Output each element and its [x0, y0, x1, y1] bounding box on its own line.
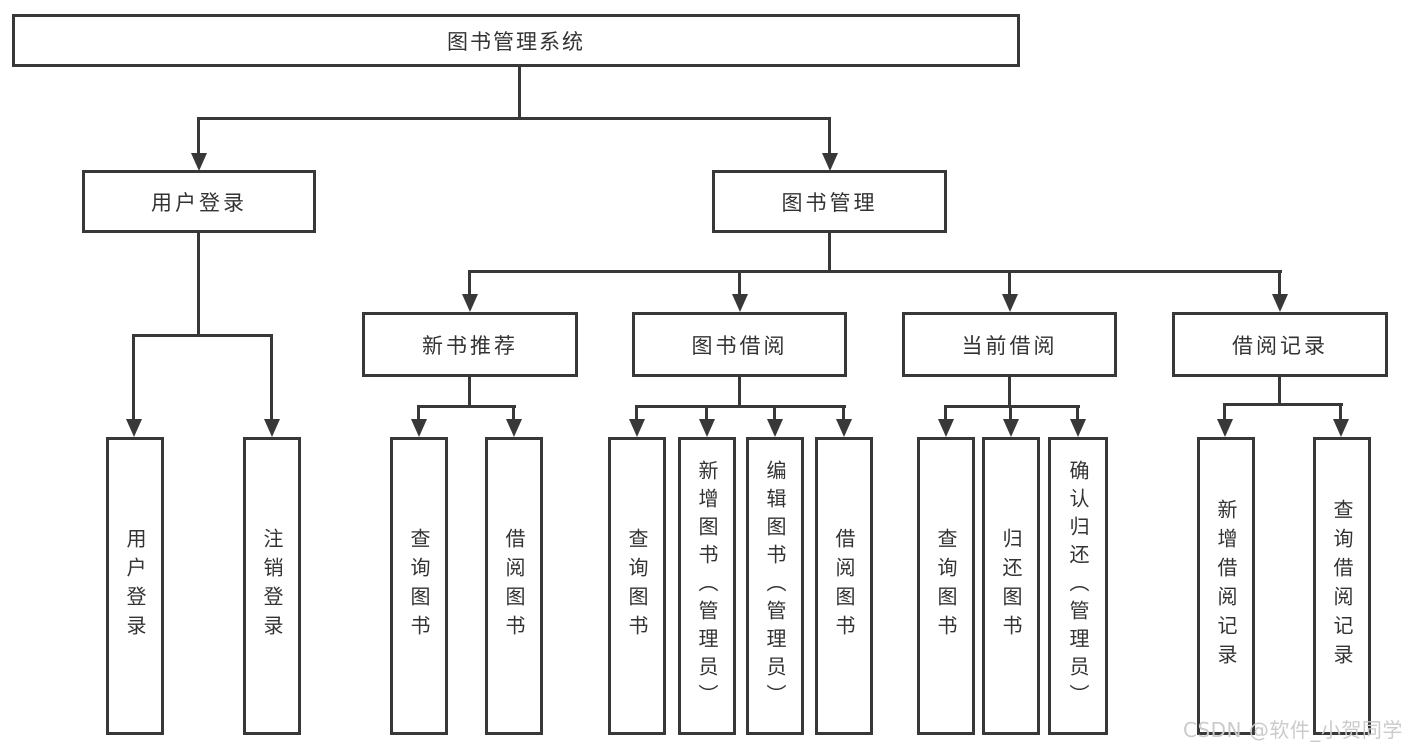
- arrow-down-icon: [822, 153, 838, 171]
- node-book-management: 图书管理: [712, 170, 947, 233]
- connector-drop-level3: [1278, 270, 1281, 297]
- connector-recommend-rail: [417, 405, 516, 408]
- connector-drop-leaf: [270, 334, 273, 421]
- leaf-query-books-borrow: 查询图书: [608, 437, 666, 735]
- connector-drop-level3: [1008, 270, 1011, 297]
- leaf-add-borrow-record: 新增借阅记录: [1197, 437, 1255, 735]
- connector-drop-leaf: [1009, 405, 1012, 421]
- connector-drop-level3: [738, 270, 741, 297]
- leaf-user-login: 用户登录: [106, 437, 164, 735]
- connector-level3-rail: [468, 270, 1282, 273]
- leaf-add-books-admin: 新增图书（管理员）: [678, 437, 736, 735]
- arrow-down-icon: [1002, 294, 1018, 312]
- arrow-down-icon: [264, 419, 280, 437]
- arrow-down-icon: [767, 419, 783, 437]
- connector-drop-leaf: [842, 405, 845, 421]
- arrow-down-icon: [1003, 419, 1019, 437]
- node-current-borrow: 当前借阅: [902, 312, 1117, 377]
- arrow-down-icon: [629, 419, 645, 437]
- arrow-down-icon: [1333, 419, 1349, 437]
- leaf-query-books-recommend: 查询图书: [390, 437, 448, 735]
- connector-drop-leaf: [635, 405, 638, 421]
- connector-current-rail: [944, 405, 1080, 408]
- arrow-down-icon: [506, 419, 522, 437]
- leaf-query-books-current: 查询图书: [917, 437, 975, 735]
- connector-current-down: [1008, 377, 1011, 408]
- leaf-return-books: 归还图书: [982, 437, 1040, 735]
- node-book-borrow: 图书借阅: [632, 312, 847, 377]
- csdn-watermark: CSDN @软件_小贺同学: [1183, 718, 1403, 742]
- leaf-confirm-return-admin: 确认归还（管理员）: [1048, 437, 1108, 735]
- arrow-down-icon: [1272, 294, 1288, 312]
- connector-drop-leaf: [1076, 405, 1079, 421]
- arrow-down-icon: [1217, 419, 1233, 437]
- arrow-down-icon: [126, 419, 142, 437]
- connector-borrow-rail: [635, 405, 846, 408]
- arrow-down-icon: [1070, 419, 1086, 437]
- connector-login-down: [197, 233, 200, 337]
- node-new-book-recommend: 新书推荐: [362, 312, 578, 377]
- connector-drop-leaf: [132, 334, 135, 421]
- connector-mgmt-down: [828, 233, 831, 273]
- connector-drop-level3: [468, 270, 471, 297]
- connector-records-rail: [1223, 403, 1343, 406]
- connector-borrow-down: [738, 377, 741, 408]
- arrow-down-icon: [732, 294, 748, 312]
- connector-drop-leaf: [417, 405, 420, 421]
- connector-level2-rail: [197, 117, 831, 120]
- arrow-down-icon: [411, 419, 427, 437]
- arrow-down-icon: [462, 294, 478, 312]
- connector-login-rail: [132, 334, 273, 337]
- node-user-login: 用户登录: [82, 170, 316, 233]
- connector-root-down: [518, 66, 521, 119]
- connector-drop-leaf: [705, 405, 708, 421]
- connector-drop-leaf: [773, 405, 776, 421]
- arrow-down-icon: [836, 419, 852, 437]
- connector-drop-leaf: [512, 405, 515, 421]
- connector-recommend-down: [468, 377, 471, 408]
- leaf-query-borrow-record: 查询借阅记录: [1313, 437, 1371, 735]
- connector-drop-leaf: [1223, 403, 1226, 421]
- connector-drop-user-login: [197, 117, 200, 155]
- leaf-borrow-books: 借阅图书: [815, 437, 873, 735]
- connector-records-down: [1278, 377, 1281, 406]
- connector-drop-book-mgmt: [828, 117, 831, 155]
- leaf-logout: 注销登录: [243, 437, 301, 735]
- arrow-down-icon: [938, 419, 954, 437]
- connector-drop-leaf: [1339, 403, 1342, 421]
- arrow-down-icon: [699, 419, 715, 437]
- leaf-borrow-books-recommend: 借阅图书: [485, 437, 543, 735]
- node-borrow-records: 借阅记录: [1172, 312, 1388, 377]
- connector-drop-leaf: [944, 405, 947, 421]
- arrow-down-icon: [191, 153, 207, 171]
- leaf-edit-books-admin: 编辑图书（管理员）: [746, 437, 804, 735]
- node-root-library-system: 图书管理系统: [12, 14, 1020, 67]
